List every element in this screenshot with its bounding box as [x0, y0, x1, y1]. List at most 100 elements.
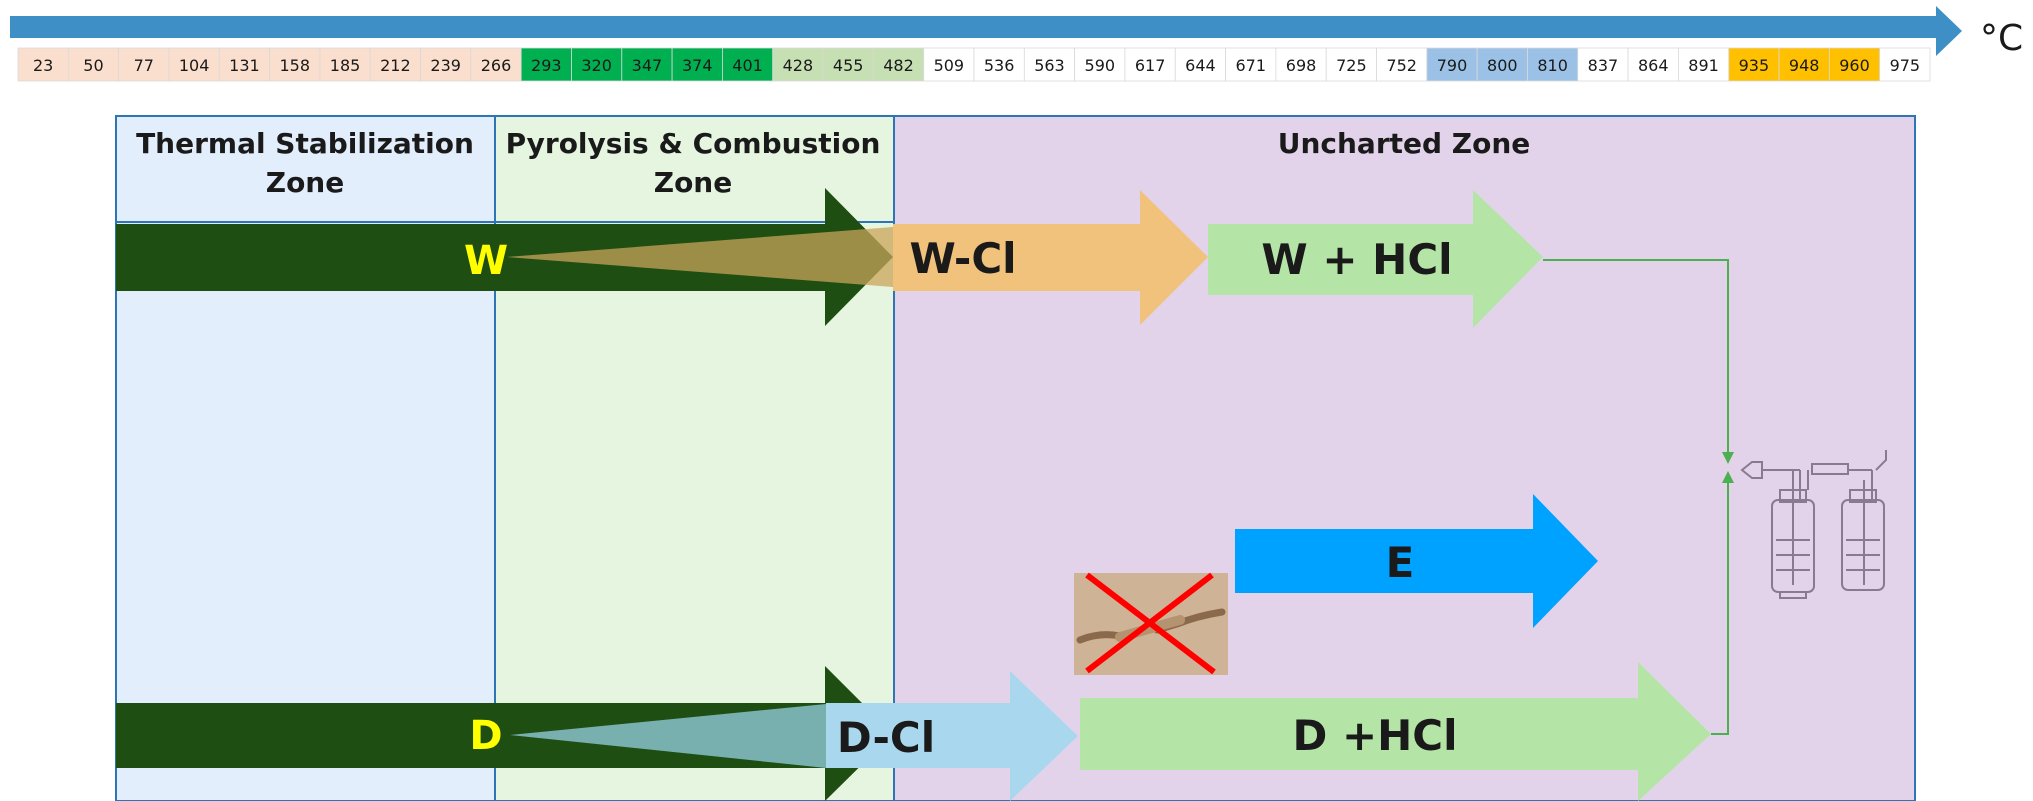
- tick-cell: [1527, 47, 1579, 82]
- tick-cell: [772, 47, 824, 82]
- tick-cell: [1023, 47, 1076, 82]
- tick-label: 455: [833, 56, 864, 75]
- tick-cell: [470, 47, 522, 82]
- w-flow: W W-Cl W + HCl: [116, 188, 1543, 328]
- tick-label: 790: [1437, 56, 1468, 75]
- d-hcl-label: D +HCl: [1292, 711, 1457, 760]
- e-flow: E: [1235, 494, 1598, 628]
- d-cl-label: D-Cl: [837, 713, 935, 762]
- tick-label: 617: [1135, 56, 1166, 75]
- w-connector-head: [1722, 452, 1734, 464]
- tick-cell: [17, 47, 69, 82]
- tick-label: 428: [783, 56, 814, 75]
- tick-label: 671: [1235, 56, 1266, 75]
- tick-label: 509: [934, 56, 965, 75]
- d-source-arrow: [116, 666, 893, 801]
- tick-cell: [1426, 47, 1478, 82]
- crossed-out-handshake-icon: [1074, 572, 1228, 675]
- tick-cell: [269, 47, 321, 82]
- w-connector: [1543, 259, 1729, 455]
- tick-cell: [1476, 47, 1528, 82]
- tick-label: 374: [682, 56, 713, 75]
- tick-label: 131: [229, 56, 260, 75]
- w-cl-arrow: [893, 190, 1208, 325]
- tick-label: 752: [1386, 56, 1417, 75]
- tick-label: 948: [1789, 56, 1820, 75]
- tick-label: 563: [1034, 56, 1065, 75]
- axis-unit: °C: [1980, 18, 2023, 59]
- tick-cell: [722, 47, 774, 82]
- tick-label: 800: [1487, 56, 1518, 75]
- tick-label: 891: [1688, 56, 1719, 75]
- tick-cell: [923, 47, 975, 82]
- connector-lines: [1543, 259, 1734, 735]
- e-label: E: [1386, 538, 1415, 587]
- axis-arrow-head: [1936, 6, 1962, 56]
- tick-label: 698: [1286, 56, 1317, 75]
- d-connector: [1711, 478, 1729, 735]
- tick-cell: [168, 47, 220, 82]
- temperature-axis: °C: [10, 6, 2023, 59]
- w-cl-wedge: [507, 227, 893, 287]
- tick-label: 158: [279, 56, 310, 75]
- tick-cell: [973, 47, 1025, 82]
- tick-cell: [520, 47, 572, 82]
- tick-label: 185: [330, 56, 361, 75]
- tick-label: 837: [1588, 56, 1619, 75]
- tick-cell: [218, 47, 270, 82]
- tick-cell: [621, 47, 673, 82]
- tick-cell: [1678, 47, 1730, 82]
- tick-label: 644: [1185, 56, 1216, 75]
- tick-cell: [319, 47, 371, 82]
- tick-cell: [822, 47, 874, 82]
- thermal-zone: [115, 115, 496, 801]
- tick-label: 239: [430, 56, 461, 75]
- tick-label: 810: [1537, 56, 1568, 75]
- w-source-label: W: [464, 238, 508, 284]
- tick-cell: [1275, 47, 1327, 82]
- tick-cell: [369, 47, 421, 82]
- tick-label: 266: [481, 56, 512, 75]
- d-cl-wedge: [510, 704, 826, 768]
- tick-label: 864: [1638, 56, 1669, 75]
- tick-label: 23: [33, 56, 53, 75]
- w-hcl-label: W + HCl: [1261, 235, 1452, 284]
- tick-cell: [118, 47, 170, 82]
- tick-label: 347: [632, 56, 663, 75]
- tick-label: 50: [83, 56, 103, 75]
- tick-cell: [671, 47, 723, 82]
- d-hcl-arrow: [1080, 662, 1711, 801]
- w-hcl-arrow: [1208, 190, 1543, 328]
- tick-label: 77: [134, 56, 154, 75]
- w-source-arrow: [116, 188, 893, 326]
- tick-cell: [872, 47, 925, 82]
- tick-cell: [1225, 47, 1277, 82]
- gas-washing-bottles-icon: [1740, 450, 1887, 599]
- tick-cell: [1074, 47, 1126, 82]
- tick-cell: [1879, 47, 1931, 82]
- tick-cell: [1325, 47, 1377, 82]
- tick-label: 482: [883, 56, 914, 75]
- tick-label: 935: [1739, 56, 1770, 75]
- d-connector-head: [1722, 471, 1734, 483]
- tick-label: 293: [531, 56, 562, 75]
- tick-label: 536: [984, 56, 1015, 75]
- axis-arrow-shaft: [10, 16, 1940, 38]
- d-cl-arrow: [826, 671, 1078, 801]
- d-flow: D D-Cl D +HCl: [116, 662, 1711, 801]
- w-cl-label: W-Cl: [909, 234, 1016, 283]
- tick-label: 725: [1336, 56, 1367, 75]
- tick-label: 212: [380, 56, 411, 75]
- tick-label: 975: [1890, 56, 1921, 75]
- uncharted-zone-title: Uncharted Zone: [1278, 127, 1531, 160]
- tick-cell: [420, 47, 472, 82]
- tick-label: 590: [1085, 56, 1116, 75]
- tick-cell: [1778, 47, 1830, 82]
- tick-cell: [1376, 47, 1428, 82]
- tick-label: 960: [1839, 56, 1870, 75]
- tick-label: 401: [732, 56, 763, 75]
- d-source-label: D: [469, 713, 502, 759]
